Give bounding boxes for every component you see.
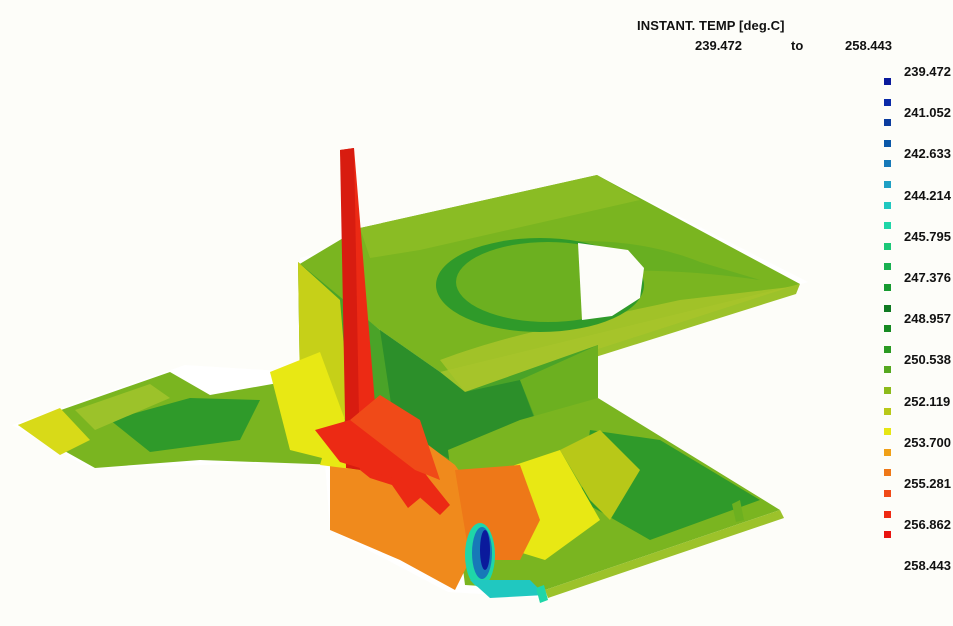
upper-plate-lower-zone xyxy=(440,287,790,392)
legend-swatch xyxy=(884,284,891,291)
legend-swatch xyxy=(884,222,891,230)
left-arm-green-core xyxy=(110,398,260,452)
legend-label: 247.376 xyxy=(904,270,951,285)
left-arm-yellow-tip xyxy=(18,408,90,455)
color-legend: 239.472 241.052 242.633 244.214 245.795 … xyxy=(880,64,953,604)
range-separator: to xyxy=(791,38,804,53)
lower-plate-lime xyxy=(560,430,640,520)
legend-label: 256.862 xyxy=(904,517,951,533)
runner-branch xyxy=(315,420,450,515)
legend-label: 258.443 xyxy=(904,558,951,574)
legend-label: 244.214 xyxy=(904,187,951,203)
legend-swatch xyxy=(884,181,891,188)
legend-swatch xyxy=(884,407,891,415)
legend-swatch xyxy=(884,78,891,85)
legend-swatch xyxy=(884,469,891,477)
legend-swatch xyxy=(884,304,891,312)
legend-swatch xyxy=(884,201,891,209)
legend-swatch xyxy=(884,428,891,436)
lower-plate-edge xyxy=(545,510,784,598)
upper-plate-band xyxy=(360,175,640,258)
runner-upper-branch xyxy=(350,395,440,480)
edge-tab-left xyxy=(536,585,548,603)
legend-swatch xyxy=(884,98,891,106)
legend-swatch xyxy=(884,263,891,271)
legend-label: 239.472 xyxy=(904,64,951,79)
legend-label: 250.538 xyxy=(904,352,951,368)
legend-swatch xyxy=(884,387,891,394)
sprue-runner-shade xyxy=(340,148,360,470)
legend-swatch xyxy=(884,160,891,168)
legend-label: 242.633 xyxy=(904,146,951,162)
cold-spot-core xyxy=(480,530,490,570)
edge-tab-right xyxy=(732,500,744,522)
legend-swatch xyxy=(884,448,891,456)
range-min-value: 239.472 xyxy=(695,38,742,53)
legend-swatch xyxy=(884,345,891,353)
legend-swatch xyxy=(884,139,891,147)
range-max-value: 258.443 xyxy=(845,38,892,53)
legend-swatch xyxy=(884,531,891,539)
legend-swatch xyxy=(884,325,891,333)
legend-label: 248.957 xyxy=(904,311,951,327)
legend-label: 245.795 xyxy=(904,228,951,244)
legend-swatch xyxy=(884,366,891,374)
legend-swatch xyxy=(884,242,891,250)
result-title: INSTANT. TEMP [deg.C] xyxy=(637,18,785,33)
cold-spot-tail xyxy=(470,580,545,598)
legend-swatch xyxy=(884,119,891,127)
legend-label: 252.119 xyxy=(904,393,951,409)
legend-swatch xyxy=(884,490,891,497)
legend-swatch xyxy=(884,510,891,518)
plate-hole-opening xyxy=(578,243,644,320)
legend-label: 255.281 xyxy=(904,476,951,491)
legend-label: 253.700 xyxy=(904,434,951,450)
left-arm-light-band xyxy=(75,384,170,430)
legend-label: 241.052 xyxy=(904,105,951,121)
